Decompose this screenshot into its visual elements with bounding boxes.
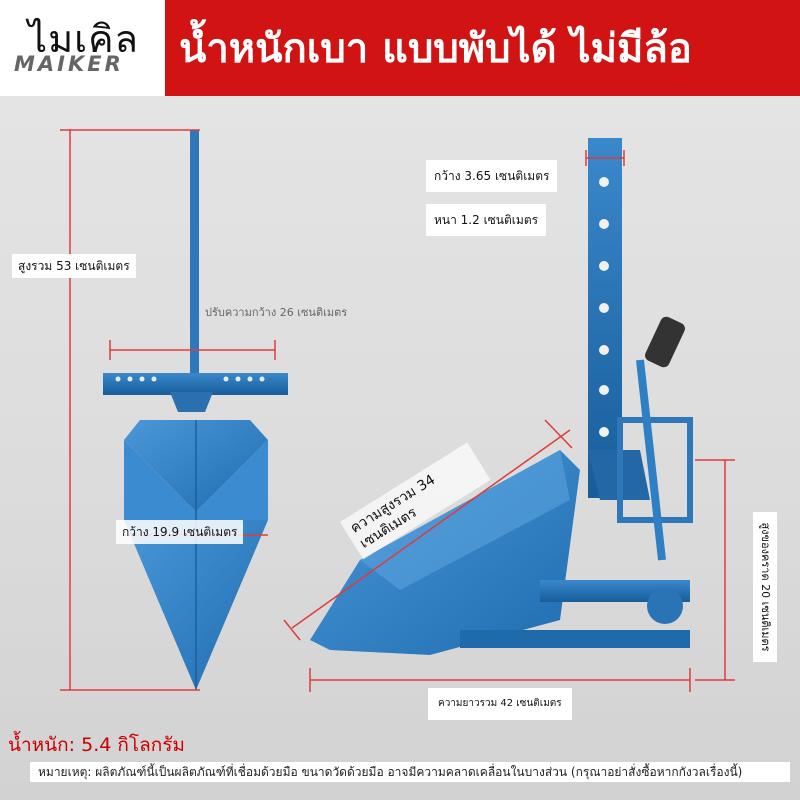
- left-tool: [103, 130, 288, 690]
- right-tool-handle-grip: [645, 316, 685, 368]
- left-tool-crossbar: [103, 373, 288, 395]
- brand-name-thai: ไมเคิล: [28, 17, 139, 61]
- dimension-lines: [60, 129, 735, 692]
- trough-depth-label: สูงของคราด 20 เซนติเมตร: [753, 512, 777, 662]
- bar-thickness-label: หนา 1.2 เซนติเมตร: [426, 204, 547, 236]
- right-tool: [310, 138, 693, 655]
- header: ไมเคิล MAIKER น้ำหนักเบา แบบพับได้ ไม่มี…: [0, 0, 800, 96]
- disclaimer-note: หมายเหตุ: ผลิตภัณฑ์นี้เป็นผลิตภัณฑ์ที่เช…: [30, 762, 790, 782]
- left-tool-shaft: [190, 130, 199, 380]
- total-length-label: ความยาวรวม 42 เซนติเมตร: [428, 688, 572, 720]
- total-height-label: สูงรวม 53 เซนติเมตร: [12, 254, 136, 278]
- right-tool-post: [588, 138, 622, 498]
- title-banner: น้ำหนักเบา แบบพับได้ ไม่มีล้อ: [165, 0, 800, 96]
- brand-name-latin: MAIKER: [14, 52, 124, 76]
- blade-width-label: กว้าง 19.9 เซนติเมตร: [116, 520, 244, 544]
- brand-logo: ไมเคิล MAIKER: [0, 0, 165, 96]
- bar-width-label: กว้าง 3.65 เซนติเมตร: [426, 160, 558, 192]
- banner-title: น้ำหนักเบา แบบพับได้ ไม่มีล้อ: [179, 26, 692, 72]
- weight-text: น้ำหนัก: 5.4 กิโลกรัม: [8, 734, 185, 756]
- adjust-width-label: ปรับความกว้าง 26 เซนติเมตร: [205, 306, 348, 319]
